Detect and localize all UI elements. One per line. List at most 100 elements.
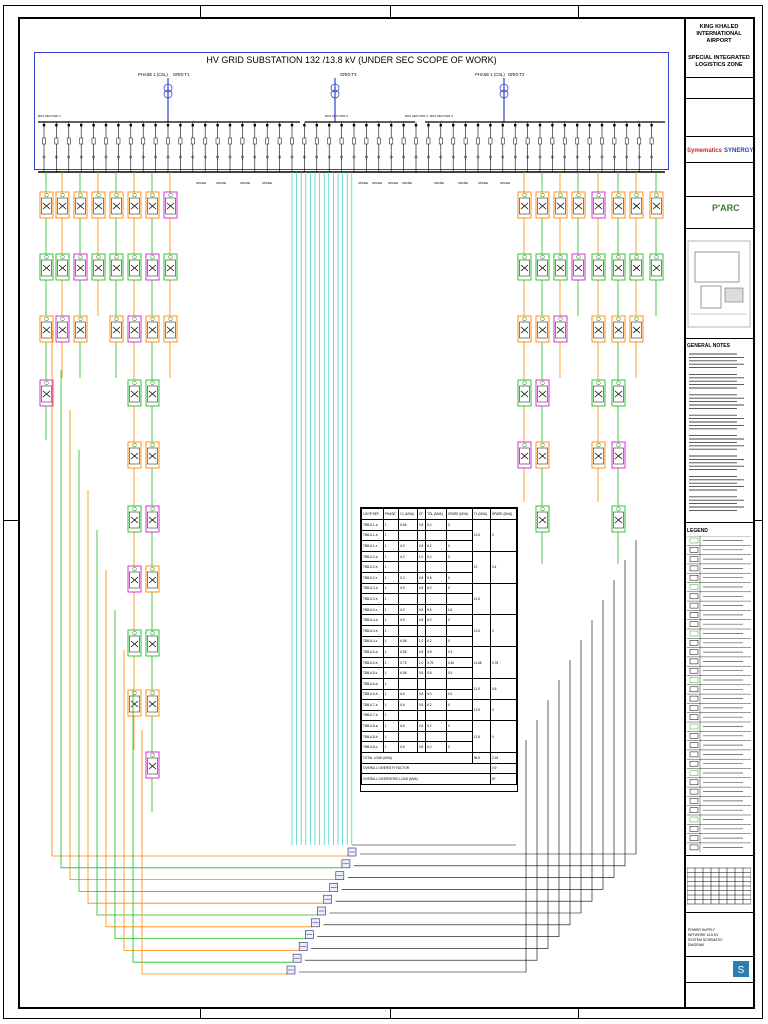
switchgear-symbol: [147, 511, 158, 529]
transformer-substation: [649, 253, 664, 281]
transformer-icon: [558, 316, 563, 322]
switch-symbol: [594, 264, 603, 272]
table-cell: [425, 593, 447, 605]
transformer-substation: [591, 441, 606, 469]
switchgear-symbol: [111, 259, 122, 277]
transformer-icon: [168, 192, 173, 198]
transformer-icon: [78, 192, 83, 198]
switch-symbol: [148, 700, 157, 708]
switch-symbol: [166, 264, 175, 272]
switch-symbol: [632, 264, 641, 272]
transformer-icon: [150, 192, 155, 198]
substation-box: [109, 191, 124, 219]
substation-box: [649, 253, 664, 281]
legend-symbol: [689, 686, 699, 693]
ct-symbol: [650, 155, 653, 159]
ct-symbol: [588, 155, 591, 159]
ct-symbol: [513, 155, 517, 159]
switchgear-symbol: [147, 385, 158, 403]
zone-tick: [578, 5, 579, 17]
transformer-substation: [127, 505, 142, 533]
circuit-breaker: [54, 137, 59, 145]
legend-symbol: [689, 565, 699, 572]
table-cell: 0.8: [416, 571, 427, 584]
ring-cable-left: [51, 330, 348, 857]
table-cell: 1: [382, 540, 400, 552]
table-cell: 0.45: [445, 656, 473, 669]
table-cell: [445, 709, 473, 722]
switchgear-symbol: [573, 197, 584, 215]
circuit-breaker: [562, 137, 567, 145]
isolator-symbol: [476, 124, 480, 127]
legend-symbol: [689, 612, 699, 618]
switchgear-symbol: [129, 197, 140, 215]
legend-symbol: [689, 826, 699, 832]
transformer-substation: [91, 253, 106, 281]
switchgear-symbol: [57, 197, 68, 215]
ct-symbol: [79, 155, 83, 159]
substation-box: [591, 253, 606, 281]
transformer-icon: [78, 316, 83, 322]
transformer-substation: [629, 315, 644, 343]
table-cell: 0: [445, 741, 473, 754]
isolator-symbol: [266, 124, 269, 127]
switch-symbol: [614, 326, 623, 334]
ct-symbol: [488, 155, 492, 159]
transformer-icon: [132, 192, 137, 198]
switchgear-symbol: [75, 321, 86, 339]
switchgear-symbol: [147, 197, 158, 215]
table-header-cell: PHASE: [382, 508, 400, 520]
switchgear-symbol: [147, 321, 158, 339]
circuit-breaker: [513, 137, 518, 145]
ct-symbol: [42, 155, 46, 159]
total-spare: 2.18: [489, 752, 518, 764]
circuit-breaker: [265, 137, 270, 145]
substation-box: [39, 253, 54, 281]
isolator-symbol: [142, 124, 145, 127]
spare-group-cell: 0: [489, 720, 518, 754]
transformer-substation: [145, 191, 160, 219]
circuit-breaker: [389, 137, 394, 145]
bus-section-1-label: BUS SECTION 1: [38, 114, 61, 118]
transformer-icon: [150, 630, 155, 636]
isolator-symbol: [290, 124, 294, 127]
zone-tick: [200, 5, 201, 17]
ring-cable-left: [114, 610, 306, 939]
switch-symbol: [130, 516, 139, 524]
switchgear-symbol: [613, 447, 624, 465]
transformer-icon: [596, 192, 601, 198]
table-cell: 0.8: [416, 699, 427, 711]
table-cell: [425, 561, 447, 573]
circuit-breaker: [252, 137, 257, 145]
spare-group-cell: 0.6: [489, 677, 518, 701]
circuit-breaker: [116, 137, 121, 145]
substation-box: [553, 253, 568, 281]
table-cell: [398, 624, 418, 637]
spare-group-cell: 0: [489, 519, 518, 552]
transformer-substation: [39, 379, 54, 407]
switch-symbol: [594, 452, 603, 460]
table-cell: 1: [382, 699, 400, 711]
switch-symbol: [112, 264, 121, 272]
spare-feeder-label: SPARE: [500, 181, 510, 185]
switchgear-symbol: [129, 635, 140, 653]
circuit-breaker: [240, 137, 245, 145]
isolator-symbol: [414, 124, 418, 127]
substation-box: [127, 253, 142, 281]
table-cell: TBB-6.2-b: [361, 561, 384, 573]
switch-symbol: [130, 700, 139, 708]
isolator-symbol: [427, 124, 430, 127]
switchgear-symbol: [519, 197, 530, 215]
switchgear-symbol: [111, 197, 122, 215]
transformer-icon: [558, 254, 563, 260]
transformer-icon: [522, 192, 527, 198]
table-cell: 0.8: [416, 582, 427, 595]
switch-symbol: [538, 390, 547, 398]
transformer-substation: [611, 441, 626, 469]
transformer-icon: [576, 254, 581, 260]
table-cell: 6.2: [425, 720, 447, 732]
table-cell: 5.8: [425, 667, 447, 679]
